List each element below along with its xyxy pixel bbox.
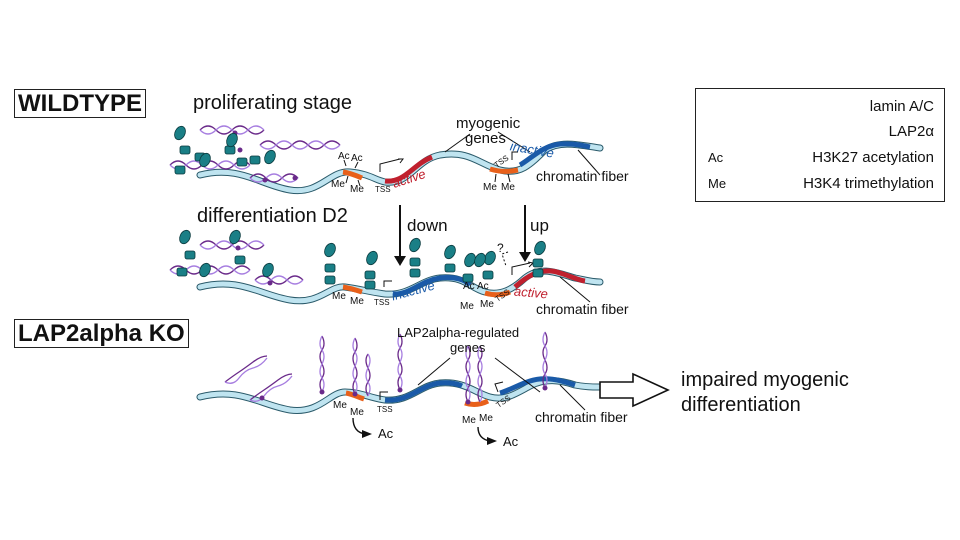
- legend-label-acetylation: H3K27 acetylation: [812, 149, 934, 166]
- chromatin-fiber-label: chromatin fiber: [536, 301, 629, 317]
- lap2alpha-regulated-label-line1: LAP2alpha-regulated: [397, 325, 520, 340]
- ac-mark: Ac: [351, 153, 363, 164]
- me-mark: Me: [480, 299, 494, 310]
- outcome-arrow: [599, 372, 670, 408]
- tss-label: TSS: [375, 185, 391, 194]
- myogenic-genes-label-line2: genes: [465, 130, 506, 147]
- chromatin-fiber-label: chromatin fiber: [536, 168, 629, 184]
- tss-label: TSS: [377, 405, 393, 414]
- ac-mark: Ac: [463, 281, 475, 292]
- outcome-line2: differentiation: [681, 394, 801, 416]
- ac-result: Ac: [503, 434, 519, 449]
- lamin-filaments-ko: [224, 331, 548, 405]
- legend-label-lamin: lamin A/C: [869, 98, 934, 115]
- me-mark: Me: [331, 179, 345, 190]
- down-arrow: [394, 205, 406, 266]
- legend-me-mark: Me: [708, 176, 727, 191]
- question-mark: ?: [497, 241, 504, 255]
- ac-mark: Ac: [338, 151, 350, 162]
- differentiation-d2-label: differentiation D2: [197, 205, 348, 227]
- legend-label-trimethylation: H3K4 trimethylation: [803, 175, 934, 192]
- myogenic-genes-label-line1: myogenic: [456, 115, 521, 132]
- fiber-ko: [196, 357, 604, 445]
- me-mark: Me: [332, 291, 346, 302]
- chromatin-fiber-label: chromatin fiber: [535, 409, 628, 425]
- outcome-line1: impaired myogenic: [681, 369, 849, 391]
- me-mark: Me: [350, 407, 364, 418]
- lap2alpha-regulated-label-line2: genes: [450, 340, 486, 355]
- ac-mark: Ac: [477, 281, 489, 292]
- proliferating-stage-label: proliferating stage: [193, 92, 352, 114]
- me-mark: Me: [460, 301, 474, 312]
- up-arrow: [519, 205, 531, 262]
- down-label: down: [407, 216, 448, 235]
- me-mark: Me: [501, 182, 515, 193]
- ac-result: Ac: [378, 426, 394, 441]
- lap2-bound-differentiation: [176, 228, 548, 290]
- lamin-network-proliferating: [169, 125, 341, 183]
- me-mark: Me: [483, 182, 497, 193]
- legend-ac-mark: Ac: [708, 150, 724, 165]
- me-mark: Me: [333, 400, 347, 411]
- wildtype-label: WILDTYPE: [14, 89, 146, 118]
- me-mark: Me: [350, 296, 364, 307]
- me-mark: Me: [479, 413, 493, 424]
- me-mark: Me: [462, 415, 476, 426]
- up-label: up: [530, 216, 549, 235]
- tss-label: TSS: [374, 298, 390, 307]
- legend: lamin A/C LAP2α Ac H3K27 acetylation Me …: [695, 88, 945, 202]
- legend-label-lap2alpha: LAP2α: [888, 123, 934, 140]
- active-label: active: [513, 283, 549, 302]
- me-mark: Me: [350, 184, 364, 195]
- fiber-proliferating: [196, 131, 604, 195]
- lap2alpha-ko-label: LAP2alpha KO: [14, 319, 189, 348]
